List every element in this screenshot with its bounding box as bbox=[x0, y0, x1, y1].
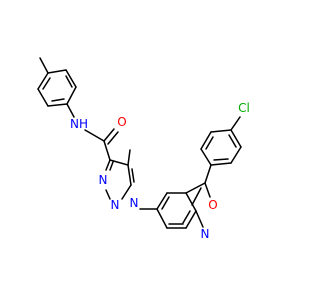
bond bbox=[230, 116, 241, 131]
bond bbox=[84, 129, 105, 142]
bond bbox=[182, 210, 191, 224]
bond bbox=[213, 158, 229, 161]
bond bbox=[66, 86, 77, 105]
atom-label-triazole-nitrogen: N bbox=[111, 198, 120, 212]
atom-label-triazole-n1: N bbox=[130, 196, 139, 210]
bond bbox=[47, 103, 68, 107]
bond bbox=[51, 98, 65, 102]
bond bbox=[105, 189, 111, 200]
bond bbox=[200, 148, 212, 166]
atom-label-triazole-nitrogen: N bbox=[99, 173, 108, 187]
bond bbox=[105, 159, 111, 171]
atom-labels: O NH N N N N O Cl bbox=[70, 101, 250, 241]
atom-label-benzisoxazole-nitrogen: N bbox=[201, 227, 210, 241]
bond bbox=[230, 129, 242, 148]
bond bbox=[109, 161, 114, 171]
bond bbox=[66, 103, 75, 118]
bond bbox=[161, 196, 170, 210]
bond bbox=[205, 136, 214, 150]
bond bbox=[210, 129, 232, 133]
bond bbox=[185, 192, 197, 212]
bond bbox=[156, 208, 168, 229]
bond bbox=[65, 69, 77, 88]
bond bbox=[121, 184, 132, 200]
bond bbox=[185, 182, 206, 194]
bond bbox=[107, 131, 119, 145]
bond bbox=[204, 182, 211, 198]
atom-label-benzisoxazole-oxygen: O bbox=[208, 198, 217, 212]
bond-lines bbox=[37, 57, 242, 229]
bond bbox=[37, 88, 49, 107]
bond bbox=[39, 57, 49, 74]
bond bbox=[228, 134, 237, 148]
bond bbox=[156, 192, 168, 210]
bond bbox=[103, 128, 115, 142]
bond bbox=[127, 149, 131, 166]
atom-label-amide-oxygen: O bbox=[117, 115, 126, 129]
bond bbox=[42, 77, 51, 90]
bond bbox=[200, 131, 212, 150]
bond bbox=[109, 159, 129, 166]
bond bbox=[230, 146, 242, 164]
bond bbox=[127, 164, 132, 186]
bond bbox=[131, 168, 135, 183]
bond bbox=[185, 210, 197, 229]
atom-label-amide-nh: NH bbox=[70, 117, 88, 131]
bond bbox=[65, 75, 73, 88]
bond bbox=[210, 162, 232, 166]
bond bbox=[204, 164, 212, 184]
bond bbox=[47, 69, 67, 74]
molecule-structure-canvas: O NH N N N N O Cl bbox=[37, 57, 250, 241]
bond bbox=[195, 210, 204, 228]
bond bbox=[103, 140, 111, 161]
atom-label-chlorine: Cl bbox=[238, 101, 250, 115]
bond bbox=[37, 72, 49, 90]
molecule-drawing: O NH N N N N O Cl bbox=[37, 57, 250, 241]
bond bbox=[191, 187, 202, 206]
